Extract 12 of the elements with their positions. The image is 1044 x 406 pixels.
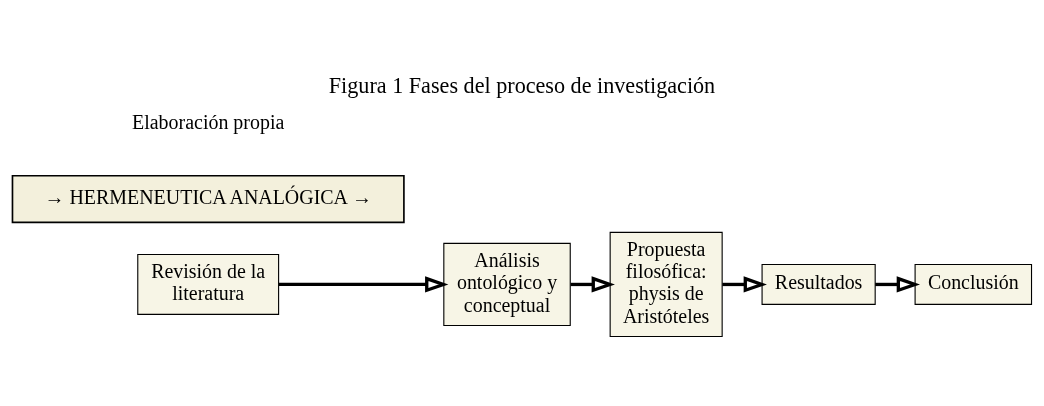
diagram-title: Figura 1 Fases del proceso de investigación <box>328 72 716 98</box>
node-box: Resultados <box>761 263 876 305</box>
node-box: Propuesta filosófica: physis de Aristóteles <box>609 231 723 337</box>
node-box: Conclusión <box>914 263 1033 305</box>
node-box: → HERMENEUTICA ANALÓGICA → <box>11 174 405 223</box>
node-box: Análisis ontológico y conceptual <box>443 242 571 326</box>
arrow <box>570 275 615 293</box>
caption: Elaboración propia <box>132 110 285 133</box>
node-box: Revisión de la literatura <box>137 253 280 315</box>
arrow <box>722 275 767 293</box>
arrow <box>278 275 449 293</box>
arrow <box>875 275 920 293</box>
